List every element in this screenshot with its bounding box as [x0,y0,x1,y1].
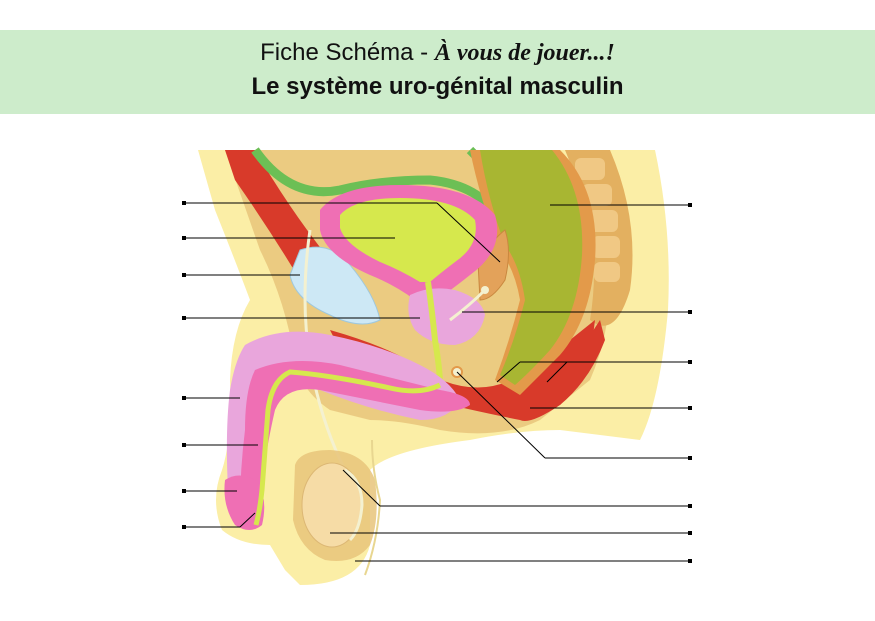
leader-dot [182,236,186,240]
leader-dot [182,201,186,205]
leader-dot [182,443,186,447]
corpus-spongiosum [240,361,470,526]
bladder [340,198,476,282]
abdominal-muscle [225,150,330,280]
leader-dot [182,489,186,493]
leader-dots-right [688,203,692,563]
leader-dot [688,531,692,535]
leader-dot [688,456,692,460]
prostatic-urethra [425,281,443,386]
leader-lines-left [185,202,501,528]
leader-dot [688,203,692,207]
leader-dot [688,504,692,508]
vertebrae [575,158,620,282]
leader-line [546,361,568,383]
leader-line [456,371,546,459]
page-subtitle: Le système uro-génital masculin [251,73,624,100]
leader-dot [182,396,186,400]
prostate [408,288,485,345]
leader-dot [688,310,692,314]
leader-dot [182,316,186,320]
title-prefix: Fiche Schéma - [260,39,435,66]
leader-dot [688,360,692,364]
rectum [480,150,583,385]
penile-urethra [253,369,442,526]
ejaculatory-duct [481,286,489,294]
leader-dots-left [182,201,186,529]
title-accent: À vous de jouer...! [434,40,615,66]
title-banner: Fiche Schéma - À vous de jouer...! Le sy… [0,30,875,114]
leader-line [239,512,256,528]
leader-line [496,361,521,383]
perineal-muscle [330,320,595,421]
leader-dot [182,273,186,277]
leader-dot [182,525,186,529]
thigh-outline [364,439,382,576]
leader-dot [688,406,692,410]
glans [224,475,265,530]
leader-line [436,202,501,263]
leader-dot [688,559,692,563]
leader-line [342,469,381,507]
page-title: Fiche Schéma - À vous de jouer...! [0,36,875,70]
leader-lines-right [330,204,690,562]
